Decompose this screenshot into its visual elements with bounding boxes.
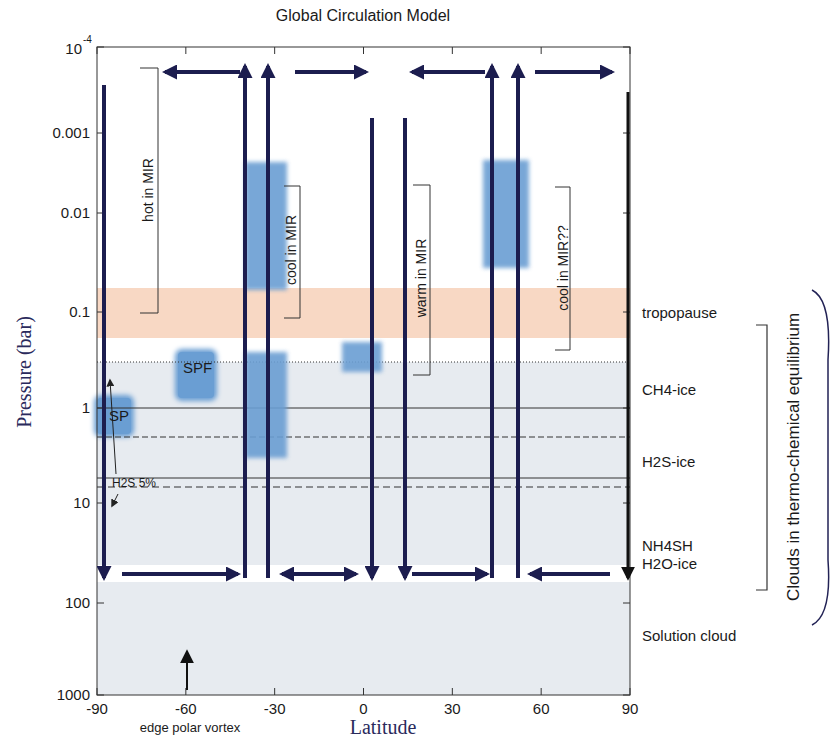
pointer-arrow — [110, 380, 116, 474]
cloud-blob: SPF — [178, 352, 214, 398]
layer-label: Solution cloud — [642, 627, 736, 644]
flow-arrow — [282, 572, 356, 576]
flow-arrow — [165, 70, 240, 74]
axis-title: Pressure (bar) — [13, 316, 36, 428]
tick-label: -90 — [86, 700, 108, 717]
tick-label: 60 — [533, 700, 550, 717]
cloud-layer-band: H2S-ice — [97, 437, 630, 487]
flow-arrow — [266, 66, 270, 578]
cloud-layer-band: NH4SHH2O-ice — [97, 487, 630, 565]
bracket-label: Clouds in thermo-chemical equilibrium — [784, 292, 804, 622]
cloud-blob: SP — [97, 398, 131, 434]
mir-note: cool in MIR?? — [555, 225, 571, 311]
chart-title: Global Circulation Model — [276, 7, 450, 25]
pointer-arrow — [112, 494, 118, 506]
layer-label: H2O-ice — [642, 555, 697, 572]
tick-label: 10 — [73, 494, 90, 511]
tropopause-band: tropopause — [97, 288, 630, 338]
flow-arrow — [403, 118, 407, 578]
brace — [812, 290, 829, 625]
cloud-layer-band: Solution cloud — [97, 582, 630, 695]
cloud-blob — [342, 342, 382, 372]
plot-graphics — [97, 47, 829, 695]
tick-exponent: -4 — [83, 34, 92, 46]
tick-label: 1000 — [57, 686, 90, 703]
layer-label: CH4-ice — [642, 381, 696, 398]
layer-label: tropopause — [642, 304, 717, 321]
flow-arrow — [412, 70, 485, 74]
bracket — [413, 185, 430, 375]
cloud-blob — [245, 162, 287, 290]
tick-label: 90 — [622, 700, 639, 717]
flow-arrow — [122, 572, 238, 576]
layer-label: NH4SH — [642, 537, 693, 554]
pointer-arrow — [186, 652, 188, 690]
flow-arrow — [627, 92, 630, 578]
mir-note: hot in MIR — [140, 158, 156, 222]
cloud-label: SPF — [181, 359, 214, 376]
tick-label: 10 — [65, 40, 82, 57]
flow-arrow — [412, 572, 487, 576]
flow-arrow — [295, 70, 366, 74]
tick-label: -60 — [175, 700, 197, 717]
flow-arrow — [370, 118, 374, 578]
cloud-blob — [483, 160, 529, 268]
tick-label: 0.01 — [61, 204, 90, 221]
tick-label: 0.001 — [52, 124, 90, 141]
flow-arrow — [102, 85, 106, 578]
flow-arrow — [530, 572, 610, 576]
cloud-label: SP — [109, 407, 131, 424]
tick-label: 100 — [65, 594, 90, 611]
bracket — [756, 325, 767, 590]
flow-arrow — [490, 66, 494, 578]
cloud-layer-band: CH4-ice — [97, 362, 630, 437]
annotation: edge polar vortex — [140, 721, 240, 736]
tick-label: 30 — [444, 700, 461, 717]
tick-label: 0 — [359, 700, 367, 717]
annotation: H2S 5% — [112, 477, 156, 491]
flow-arrow — [516, 66, 520, 578]
flow-arrow — [535, 70, 612, 74]
bracket — [140, 68, 158, 313]
tick-label: 1 — [82, 399, 90, 416]
tick-label: -30 — [264, 700, 286, 717]
layer-label: H2S-ice — [642, 453, 695, 470]
tick-label: 0.1 — [69, 303, 90, 320]
mir-note: cool in MIR — [283, 215, 299, 285]
mir-note: warm in MIR — [413, 239, 429, 318]
axis-title: Latitude — [350, 716, 417, 739]
cloud-blob — [245, 352, 287, 458]
flow-arrow — [243, 66, 247, 578]
